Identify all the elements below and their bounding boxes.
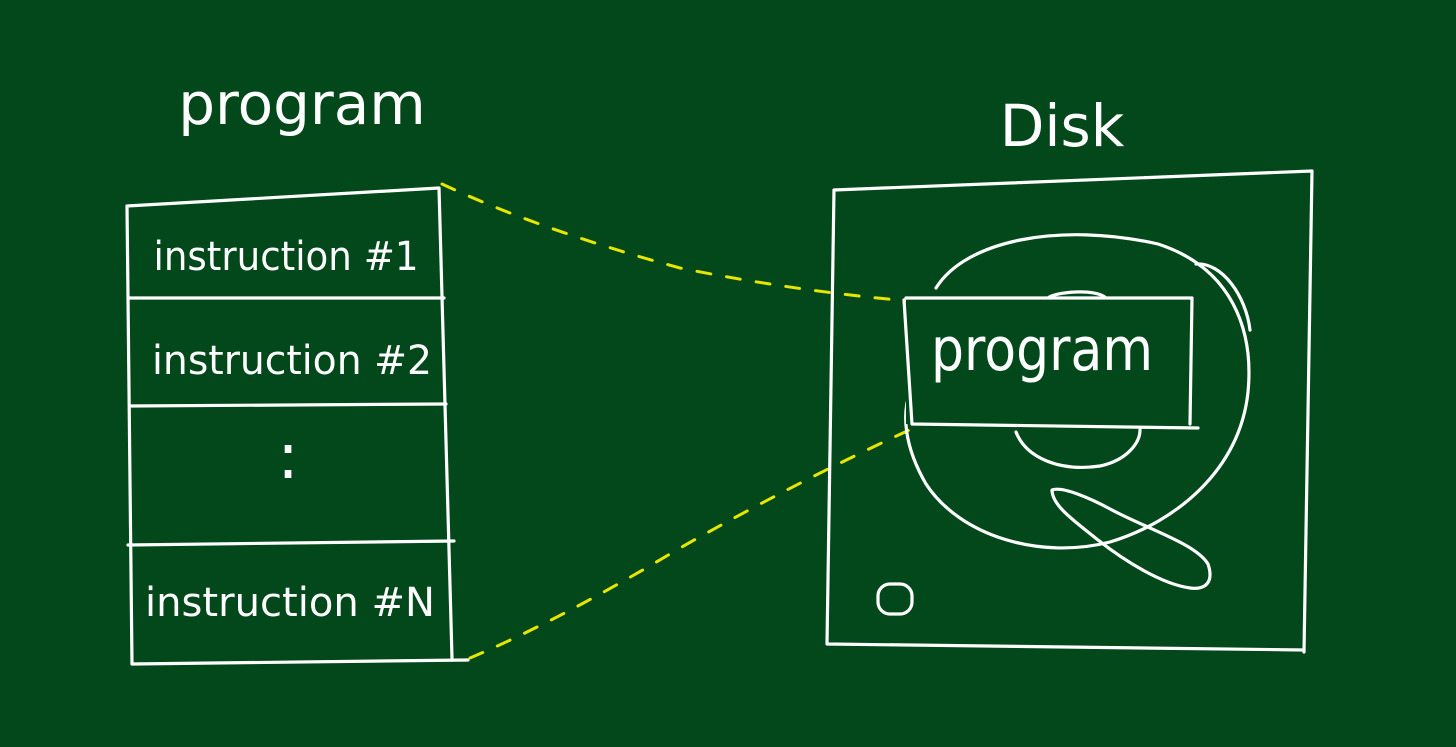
instruction-row-n: instruction #N: [145, 580, 435, 626]
instruction-row-1: instruction #1: [154, 234, 419, 280]
connector-lines: [440, 182, 922, 660]
connector-top: [440, 182, 922, 304]
program-stack-outline: [125, 186, 470, 666]
connector-bottom: [468, 424, 920, 660]
read-arm-icon: [1050, 487, 1212, 590]
disk-title: Disk: [1000, 92, 1125, 160]
led-icon: [876, 582, 914, 616]
disk-drive: program: [825, 169, 1314, 654]
instruction-row-2: instruction #2: [152, 338, 432, 384]
disk-program-box: program: [902, 296, 1200, 430]
disk-drive-frame: [825, 169, 1314, 654]
hard-drive-platter-icon: [904, 233, 1252, 550]
program-stack-title: program: [178, 70, 426, 138]
row-divider-3: [126, 539, 456, 547]
row-divider-2: [128, 402, 448, 408]
disk-program-label: program: [931, 315, 1153, 385]
program-stack: instruction #1 instruction #2 : instruct…: [125, 186, 470, 666]
instruction-ellipsis: :: [277, 420, 299, 494]
